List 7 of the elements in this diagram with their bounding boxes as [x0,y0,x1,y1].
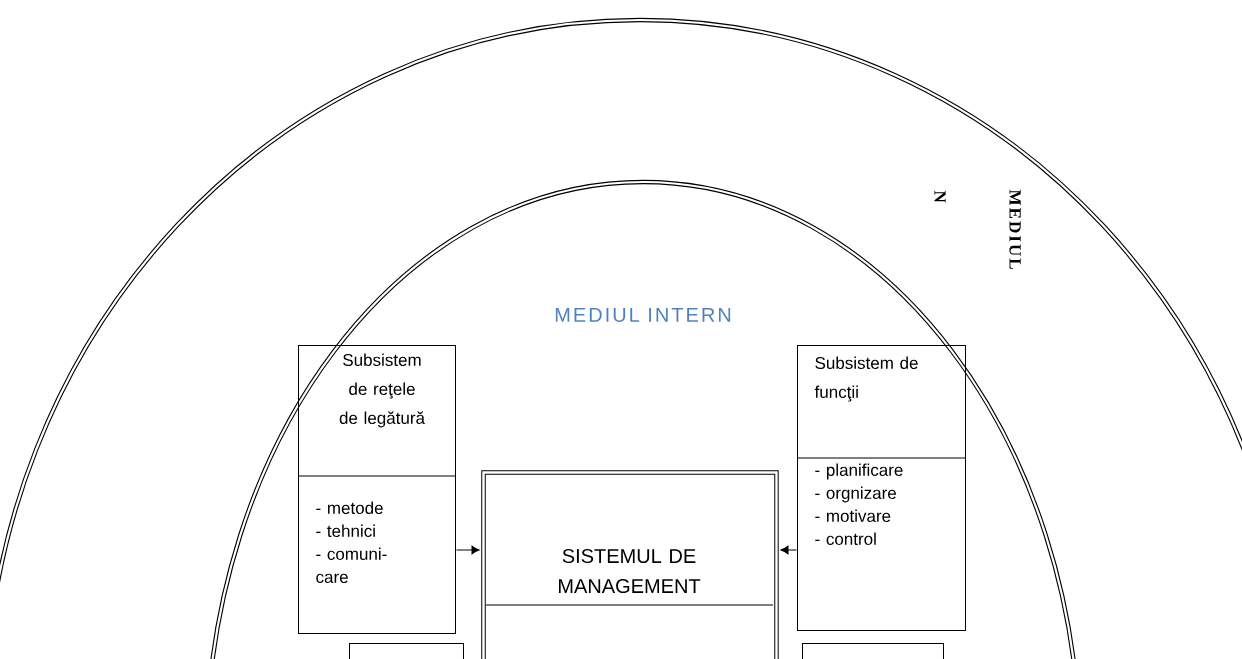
arrow [780,545,797,555]
management-box: SISTEMUL DE MANAGEMENT [481,470,779,659]
empty-box [802,643,944,659]
empty-box [349,643,464,659]
subsystem-box: Subsistem de funcţii - planificare - orgnizare - motivare - control [796,345,966,631]
arrow [456,545,480,555]
subsystem-box: Subsistem de reţele de legătură - metode - tehnici - comuni- care [297,345,456,634]
